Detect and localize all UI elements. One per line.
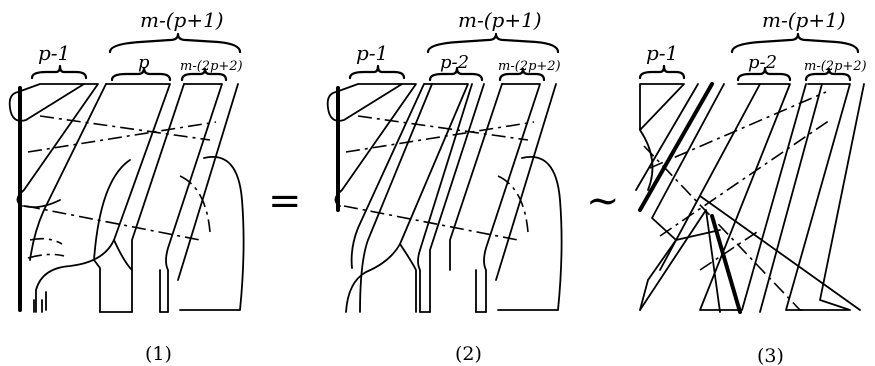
dash-2a [357,115,529,141]
diag-3d [759,83,823,313]
link-3a [675,229,721,241]
dash-3a [643,145,801,311]
thick-strand-3a [638,82,714,212]
brace-top-2 [426,32,560,54]
caption-2: (2) [455,343,482,365]
curl-3 [639,129,654,191]
band-2-1-left [345,83,469,313]
panel-2: m-(p+1) p-1 p-2 m-(2p+2) [326,8,563,313]
caption-3: (3) [757,345,784,366]
label-top-brace-2: m-(p+1) [458,8,542,32]
brace-right-2 [498,67,546,82]
strand-1a [8,83,85,122]
dash-1a [39,115,211,141]
brace-top-3 [730,32,860,54]
link-3b [639,209,721,313]
band-2-2 [417,83,473,313]
band-3-1 [699,83,807,311]
diag-3b [647,83,725,281]
dash-3b [659,119,831,237]
brace-mid-1 [110,66,172,82]
label-left-brace-3: p-1 [646,41,678,65]
dash-1f [179,175,211,233]
dash-1d [29,237,63,245]
brace-left-3 [638,64,686,80]
far-loop-1 [179,156,245,311]
box-3a [639,83,685,131]
equals-sign: = [268,178,302,224]
bottom-ends-1 [33,291,47,313]
thick-strand-3b [710,214,742,314]
link-3c [639,279,649,311]
panel-1: m-(p+1) p-1 p m-(2p+2) [8,8,245,313]
label-mid-brace-3: p-2 [748,52,777,73]
dash-1e [27,253,65,259]
label-mid-brace-1: p [138,52,150,73]
band-3-strand [177,83,239,281]
brace-right-3 [804,67,852,82]
band-1-inner [29,83,107,261]
label-mid-brace-2: p-2 [440,52,469,73]
band-2-4-right [483,83,541,313]
band-2-4-left [449,83,503,271]
band-2-5 [495,83,557,281]
similar-sign: ~ [586,178,620,224]
band-1-left [35,83,171,313]
caption-1: (1) [145,343,172,365]
label-left-brace-2: p-1 [356,41,388,65]
label-right-brace-2: m-(2p+2) [498,59,561,74]
strand-1b [16,83,99,207]
brace-top-1 [108,32,242,54]
brace-left-1 [30,64,88,80]
band-2-right [165,83,223,313]
brace-mid-3 [736,66,792,82]
strand-2b [334,83,417,207]
diag-3e [799,83,865,311]
label-top-brace-1: m-(p+1) [140,8,224,32]
panel-3: m-(p+1) p-1 p-2 m-(2p+2) [635,8,867,314]
diag-3a [635,83,699,191]
dash-2b [345,121,535,153]
label-top-brace-3: m-(p+1) [762,8,846,32]
band-2-left [131,83,185,271]
band-3-2 [785,83,851,311]
label-right-brace-1: m-(2p+2) [180,59,243,74]
strand-2a [326,83,403,122]
dash-1b [27,121,217,153]
dash-3d [699,229,761,271]
dash-2d [497,175,529,233]
band-2-1-foot [399,243,417,313]
label-right-brace-3: m-(2p+2) [804,59,867,74]
band-1-right-foot [113,239,133,313]
brace-mid-2 [428,66,484,82]
band-2-1-mid [359,83,433,313]
dash-1c [25,205,201,241]
band-1-curve [93,159,131,313]
cross-3a [699,195,861,311]
far-loop-2 [497,156,563,311]
band-2-3 [429,83,485,313]
brace-right-1 [180,67,228,82]
band-2-1-inner [350,83,425,269]
dash-2c [343,205,519,241]
label-left-brace-1: p-1 [38,41,70,65]
dash-3c [649,91,827,169]
brace-left-2 [348,64,406,80]
